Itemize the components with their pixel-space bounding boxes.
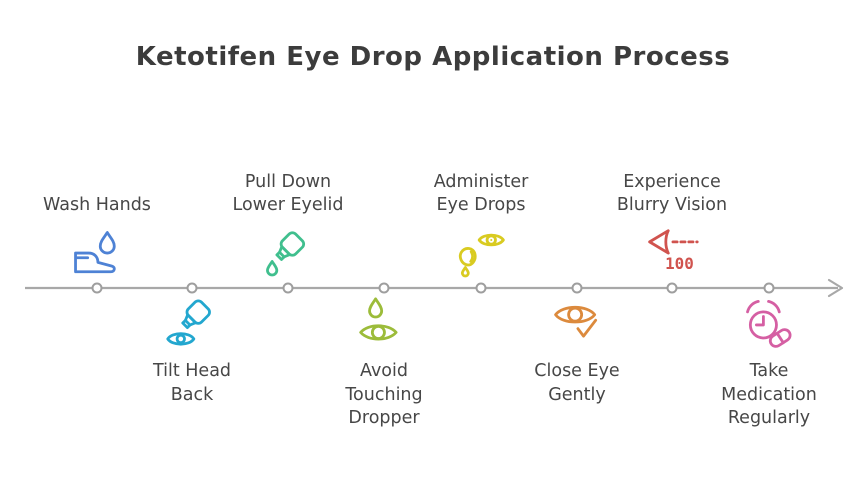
svg-text:100: 100 [665, 254, 694, 273]
timeline-node [91, 282, 103, 294]
timeline-node [282, 282, 294, 294]
step-label-line: Gently [548, 384, 606, 405]
step-label-line: Back [170, 384, 214, 405]
step-label-line: Pull Down [244, 171, 332, 192]
eye-with-dropper-bulb-icon [453, 226, 509, 282]
timeline-node [475, 282, 487, 294]
step-label-line: Eye Drops [436, 195, 526, 216]
step-label-line: Medication [721, 384, 817, 405]
step-label-line: Take [749, 361, 789, 381]
timeline-node [666, 282, 678, 294]
step-label: Wash Hands [43, 194, 151, 218]
drop-over-eye-icon [356, 296, 412, 352]
step-label-line: Avoid [360, 361, 408, 381]
arrowhead-icon [827, 278, 844, 298]
step-label-line: Wash Hands [43, 195, 151, 216]
timeline-node [763, 282, 775, 294]
step-label-line: Tilt Head [152, 361, 232, 381]
step-label-line: Lower Eyelid [232, 195, 344, 216]
dropper-bottle-drip-icon [260, 226, 316, 282]
alarm-clock-pill-icon [741, 296, 797, 352]
vision-scale-icon: 100 [644, 226, 700, 282]
tilted-dropper-over-eye-icon [164, 296, 220, 352]
step-label-line: Regularly [727, 408, 811, 429]
timeline-node [378, 282, 390, 294]
eye-with-checkmark-icon [549, 296, 605, 352]
step-label-line: Blurry Vision [616, 195, 728, 216]
wash-hands-icon [69, 226, 125, 282]
diagram-title: Ketotifen Eye Drop Application Process [135, 42, 731, 72]
timeline-node [186, 282, 198, 294]
step-label-line: Administer [433, 171, 529, 192]
step-label-line: Touching [345, 384, 423, 405]
step-label-line: Experience [623, 171, 721, 192]
timeline-node [571, 282, 583, 294]
step-wash-hands: Wash Hands [17, 194, 177, 282]
step-label-line: Close Eye [534, 361, 620, 381]
step-label-line: Dropper [348, 408, 420, 429]
